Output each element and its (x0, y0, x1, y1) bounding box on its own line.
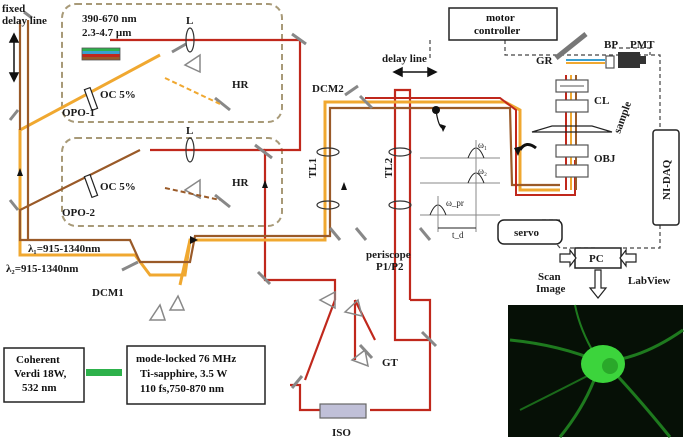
obj-optics-2 (555, 164, 589, 178)
image-down-arrow (588, 269, 608, 299)
pmt-label: PMT (630, 39, 655, 51)
iso-label: ISO (332, 427, 351, 439)
tisa-box (126, 345, 266, 405)
labview-arrow (619, 248, 637, 268)
delay-line-label: delay line (382, 53, 427, 65)
lens-L1 (185, 27, 195, 53)
verdi-box (3, 347, 85, 403)
opo1-crystal (81, 47, 121, 61)
scan-label-1: Scan (538, 271, 561, 283)
fixed-delay-label-2: delay line (2, 15, 47, 27)
oc2-label: OC 5% (100, 181, 136, 193)
control-wiring (429, 40, 661, 249)
verdi-label-3: 532 nm (22, 382, 57, 394)
io-arrows (559, 248, 637, 299)
opo1-label: OPO-1 (62, 107, 95, 119)
oc1-label: OC 5% (100, 89, 136, 101)
motor-controller-label-2: controller (474, 25, 520, 37)
pulse-diagram (420, 140, 500, 232)
hr1-dashed-beam (164, 77, 221, 105)
hr1-label: HR (232, 79, 250, 91)
probe-pointer-head (440, 124, 446, 132)
hr1-mirror (214, 96, 231, 112)
opo-range-2: 2.3-4.7 µm (82, 27, 131, 39)
tl2-label: TL2 (383, 157, 395, 178)
microscope-column (555, 55, 615, 178)
lambda2-label: λ₂=915-1340nm (6, 263, 78, 275)
beam-arrows (17, 168, 347, 244)
pc-label: PC (589, 253, 604, 265)
periscope-label-1: periscope (366, 249, 411, 261)
neuron-image (508, 304, 684, 438)
lens-TL2-a (388, 147, 412, 157)
servo-label: servo (514, 227, 540, 239)
cl-optics-2 (555, 99, 589, 113)
tisa-label-3: 110 fs,750-870 nm (140, 383, 224, 395)
bp-label: BP (604, 39, 618, 51)
periscope-label-2: P1/P2 (376, 261, 404, 273)
lenses (185, 27, 412, 210)
iso-component (319, 403, 367, 419)
fixed-delay-arrow (8, 32, 20, 83)
tisa-label-1: mode-locked 76 MHz (136, 353, 236, 365)
lens-TL2-b (388, 200, 412, 210)
green-pump-link (86, 369, 122, 376)
labview-label: LabView (628, 275, 670, 287)
ni-daq-label: NI-DAQ (661, 159, 673, 200)
hr2-dashed-beam (164, 187, 221, 201)
obj-label: OBJ (594, 153, 616, 165)
opo2-enclosure (61, 137, 283, 227)
oc2-window (83, 173, 99, 199)
sample-plane (531, 125, 613, 133)
lens-L1-label: L (186, 15, 193, 27)
opo-range-1: 390-670 nm (82, 13, 137, 25)
motor-controller-box (448, 7, 558, 41)
hr2-mirror (214, 193, 231, 209)
sample-beam (365, 97, 576, 196)
brown-beam (18, 20, 560, 264)
lens-L2-label: L (186, 125, 193, 137)
gt-mirror (358, 343, 374, 360)
lens-TL1-b (316, 200, 340, 210)
lens-TL1-a (316, 147, 340, 157)
pmt-icon (618, 52, 646, 68)
scan-label-2: Image (536, 283, 565, 295)
lens-L2 (185, 137, 195, 163)
fixed-delay-label-1: fixed (2, 3, 25, 15)
motor-controller-label-1: motor (486, 12, 515, 24)
ni-daq-box (652, 129, 680, 226)
hr2-label: HR (232, 177, 250, 189)
omega-pr-label: ω_pr (446, 198, 464, 208)
servo-box (497, 219, 563, 245)
gt-label: GT (382, 357, 399, 369)
gr-label: GR (536, 55, 554, 67)
dcm2-label: DCM2 (312, 83, 344, 95)
lambda1-label: λ₁=915-1340nm (28, 243, 100, 255)
tl1-label: TL1 (307, 158, 319, 178)
sample-label: sample (612, 100, 635, 135)
oc1-window (83, 86, 99, 112)
td-label: t_d (452, 230, 464, 240)
bp-filter (605, 55, 615, 69)
delay-line-arrow (392, 66, 438, 78)
servo-motion-icon (518, 143, 537, 151)
omega2-label: ω₂ (478, 166, 487, 176)
grating-gr (554, 32, 588, 60)
mirrors (8, 10, 438, 389)
scan-arrow (559, 248, 577, 268)
verdi-label-1: Coherent (16, 354, 60, 366)
dcm1-label: DCM1 (92, 287, 124, 299)
tisa-label-2: Ti-sapphire, 3.5 W (140, 368, 227, 380)
verdi-label-2: Verdi 18W, (14, 368, 67, 380)
opo1-enclosure (61, 3, 283, 123)
cl-label: CL (594, 95, 609, 107)
omega1-label: ω₁ (478, 140, 487, 150)
opo2-label: OPO-2 (62, 207, 95, 219)
obj-optics (555, 144, 589, 158)
servo-motion-head (514, 146, 522, 156)
